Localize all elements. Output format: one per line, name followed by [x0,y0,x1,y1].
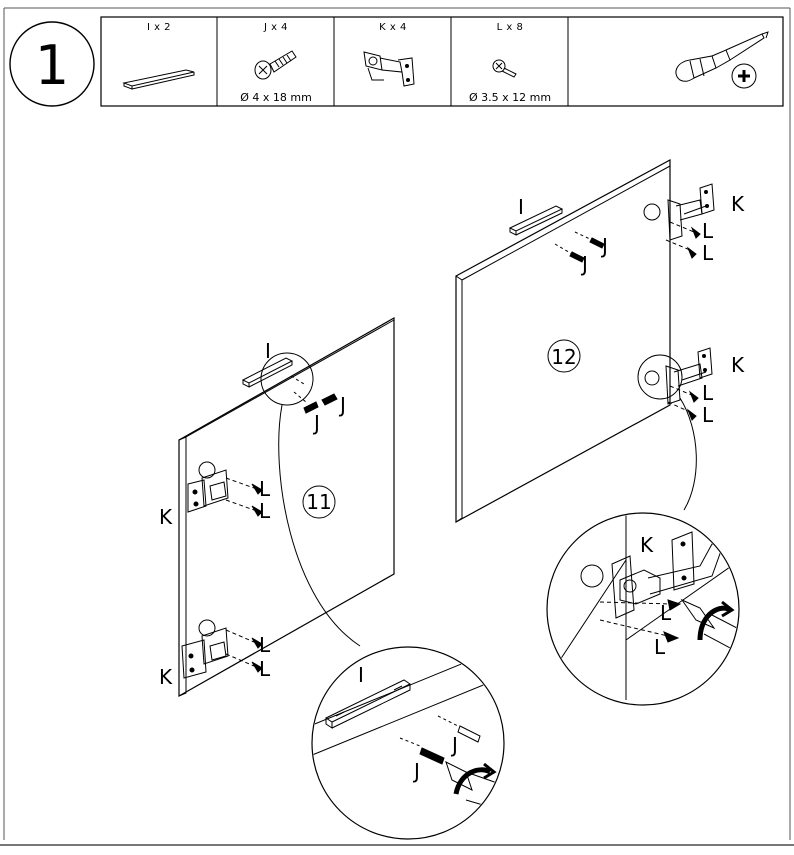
step-number-badge: 1 [9,21,95,107]
label-L-left-3: L [259,633,271,657]
label-L-left-4: L [259,657,271,681]
part-K-qty: K x 4 [379,22,407,33]
label-L-right-1: L [702,219,714,243]
hinge-left-upper [187,461,229,513]
bolt-icon [254,50,297,80]
zoom-label-K: K [640,533,654,557]
label-L-right-3: L [702,381,714,405]
callout-leader [278,404,361,647]
detail-callout-circle [260,352,314,406]
label-L-right-4: L [702,403,714,427]
parts-table: I x 2 J x 4 K x 4 L x 8 Ø 4 x 18 mm Ø 3.… [100,16,784,107]
label-L-left-1: L [259,477,271,501]
callout-leader-right [679,397,697,511]
part-L-qty: L x 8 [497,22,524,33]
phillips-screwdriver-icon [675,31,769,89]
label-K-left-lower: K [159,665,173,689]
label-J-left-b: J [312,411,320,435]
hinge-icon [363,51,415,87]
label-J-left-a: J [338,393,346,417]
zoom-label-I: I [358,663,364,687]
label-J-right-b: J [580,252,588,276]
step-number: 1 [35,34,69,97]
zoom-label-L-a: L [660,601,672,625]
dowel-strip-right [508,205,564,236]
label-L-right-2: L [702,241,714,265]
screw-icon [492,59,517,78]
label-I-right: I [518,195,524,219]
panel-11-number-badge: 11 [302,485,336,519]
part-J-dimension: Ø 4 x 18 mm [240,91,312,104]
label-I-left: I [265,339,271,363]
part-L-dimension: Ø 3.5 x 12 mm [469,91,551,104]
panel-11: 11 I J J L L K [159,316,395,698]
label-K-left-upper: K [159,505,173,529]
zoom-label-L-b: L [654,635,666,659]
panel-12: 12 I J J K L L [455,158,745,524]
zoom-detail-dowel: I J J [311,646,505,840]
panel-11-number: 11 [306,490,331,514]
label-K-right-upper: K [731,192,745,216]
panel-12-number: 12 [551,345,576,369]
dowel-strip [241,357,294,388]
label-J-right-a: J [600,234,608,258]
part-J-qty: J x 4 [263,22,288,33]
hinge-right-upper [643,183,715,241]
zoom-label-J-b: J [412,759,420,783]
detail-callout-circle-right [637,354,683,400]
label-L-left-2: L [259,499,271,523]
panel-12-number-badge: 12 [547,339,581,373]
dowel-strip-icon [122,69,195,90]
zoom-detail-hinge: K L L [546,512,740,706]
hinge-left-lower [181,619,229,679]
part-I-qty: I x 2 [147,22,171,33]
label-K-right-lower: K [731,353,745,377]
zoom-label-J-a: J [450,733,458,757]
hinge-right-lower [644,347,713,405]
